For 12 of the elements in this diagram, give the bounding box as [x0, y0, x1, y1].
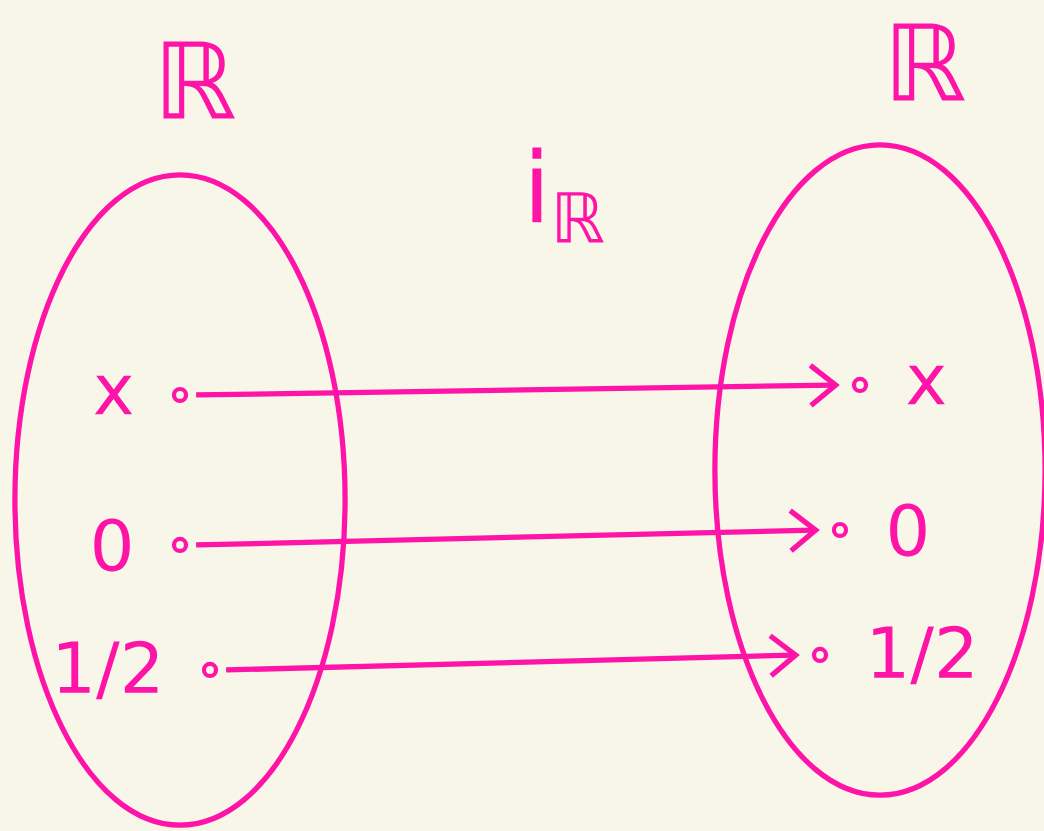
- arrow: [196, 508, 820, 553]
- set-label: ℝ: [893, 23, 965, 101]
- arrow: [226, 633, 800, 678]
- point-label: 0: [890, 503, 926, 557]
- point-label: 0: [94, 518, 130, 572]
- point-label: 1/2: [873, 625, 972, 685]
- point-label: x: [907, 365, 945, 405]
- map-label: i$_{ℝ}$: [532, 147, 604, 243]
- set-label: ℝ: [163, 41, 235, 119]
- point-label: 1/2: [59, 640, 158, 700]
- arrow: [196, 363, 840, 408]
- point-label: x: [94, 375, 133, 415]
